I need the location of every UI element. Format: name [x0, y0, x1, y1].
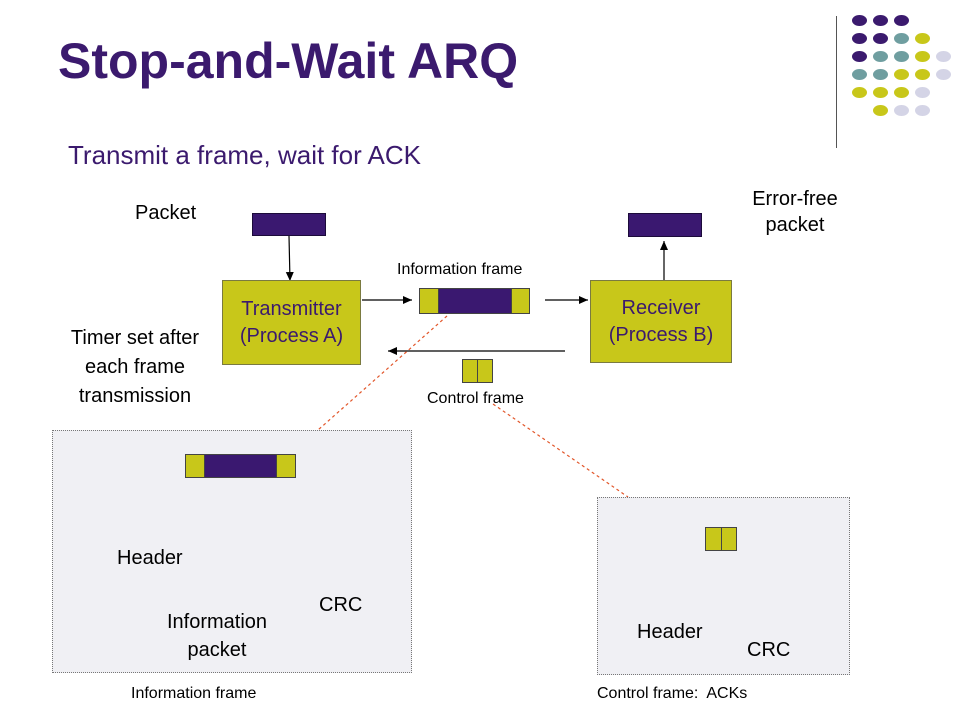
zoom-line-control-frame	[492, 403, 629, 498]
detail-header-segment	[186, 455, 205, 477]
decorative-dot	[852, 69, 867, 80]
timer-label: Timer set after each frame transmission	[70, 327, 200, 407]
control-frame-mid	[462, 359, 493, 383]
decorative-dot	[873, 51, 888, 62]
header-label-left: Header	[117, 547, 183, 569]
decorative-dot	[873, 15, 888, 26]
decorative-dot	[894, 51, 909, 62]
decorative-dot	[852, 51, 867, 62]
frame-crc-segment	[511, 289, 529, 313]
crc-label-left: CRC	[319, 594, 363, 616]
page-title: Stop-and-Wait ARQ	[58, 33, 519, 89]
decorative-dot	[873, 33, 888, 44]
transmitter-node: Transmitter (Process A)	[222, 280, 361, 365]
packet-label: Packet	[135, 202, 197, 224]
decorative-dot	[894, 33, 909, 44]
detail-control-crc-segment	[722, 528, 737, 550]
information-frame-label-top: Information frame	[397, 261, 523, 278]
error-free-packet-label: Error-free packet	[752, 188, 838, 236]
control-frame-label-mid: Control frame	[427, 390, 524, 407]
page-subtitle: Transmit a frame, wait for ACK	[68, 140, 422, 170]
decorative-dot	[852, 87, 867, 98]
frame-header-segment	[420, 289, 439, 313]
decorative-dot	[852, 15, 867, 26]
detail-control-header-segment	[706, 528, 722, 550]
decorative-dot	[873, 87, 888, 98]
decorative-dot	[915, 105, 930, 116]
crc-label-right: CRC	[747, 639, 791, 661]
packet-block	[252, 213, 326, 236]
detail-info-segment	[205, 455, 276, 477]
decorative-dot	[873, 69, 888, 80]
decorative-dot	[915, 33, 930, 44]
decorative-dot	[894, 105, 909, 116]
frame-info-segment	[439, 289, 511, 313]
error-free-packet-block	[628, 213, 702, 237]
control-crc-segment	[478, 360, 492, 382]
caption-control-frame-acks: Control frame: ACKs	[597, 685, 748, 702]
decorative-dot	[915, 69, 930, 80]
decorative-dot	[852, 33, 867, 44]
decorative-dot	[894, 87, 909, 98]
decorative-dot	[894, 69, 909, 80]
decorative-dot	[936, 51, 951, 62]
decorative-dot	[915, 87, 930, 98]
vertical-divider	[836, 16, 837, 148]
control-frame-detail-panel	[597, 497, 850, 675]
caption-information-frame: Information frame	[131, 685, 257, 702]
receiver-node: Receiver (Process B)	[590, 280, 732, 363]
decorative-dot	[894, 15, 909, 26]
decorative-dot	[915, 51, 930, 62]
information-frame-detail	[185, 454, 296, 478]
packet-to-transmitter-arrow	[285, 235, 294, 282]
detail-crc-segment	[276, 455, 295, 477]
information-frame-top	[419, 288, 530, 314]
zoom-line-info-frame	[317, 315, 448, 431]
decorative-dot	[873, 105, 888, 116]
decorative-dot	[936, 69, 951, 80]
control-header-segment	[463, 360, 478, 382]
header-label-right: Header	[637, 621, 703, 643]
information-packet-label: Information packet	[166, 611, 268, 661]
control-frame-detail	[705, 527, 737, 551]
